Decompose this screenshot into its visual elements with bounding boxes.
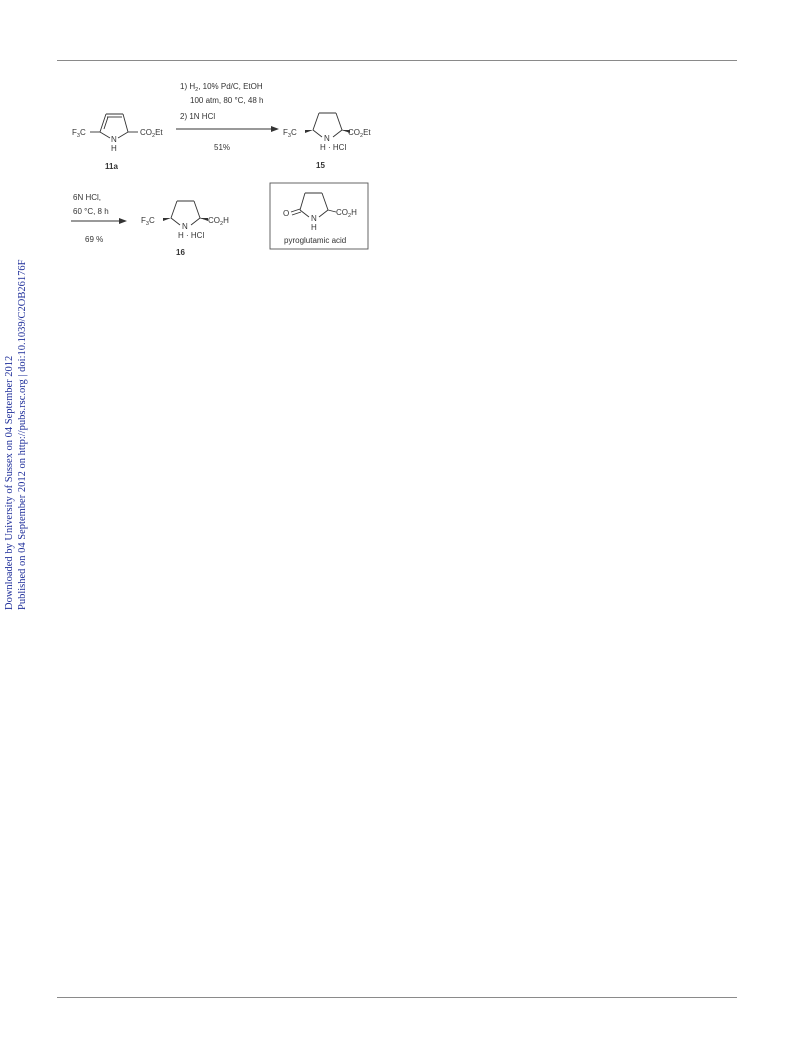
condition-1-pressure: 100 atm, 80 °C, 48 h — [190, 96, 263, 105]
cf3-group-15: F3C — [283, 128, 297, 139]
ester-group-15: CO2Et — [348, 128, 371, 139]
yield-2: 69 % — [85, 235, 103, 244]
footer-rule — [57, 997, 737, 998]
carbonyl-o: O — [283, 209, 289, 218]
pyroglutamic-caption: pyroglutamic acid — [284, 236, 346, 245]
condition-1-acid: 2) 1N HCl — [180, 112, 215, 121]
yield-1: 51% — [214, 143, 230, 152]
amine-15-salt: H · HCl — [320, 143, 346, 152]
pyroglutamic-ring — [290, 192, 337, 218]
pyroglutamic-h: H — [311, 223, 317, 232]
wedge-bond-15-left — [305, 130, 313, 133]
arrowhead-2 — [119, 218, 127, 224]
pyrrole-ring — [90, 113, 138, 139]
amine-16-salt: H · HCl — [178, 231, 204, 240]
acid-group-pyroglutamic: CO2H — [336, 208, 357, 219]
amine-16-n: N — [182, 222, 188, 231]
nh-11a-h: H — [111, 144, 117, 153]
pyrrolidine-ring-16 — [170, 200, 209, 226]
condition-2-acid: 6N HCl, — [73, 193, 101, 202]
pyroglutamic-n: N — [311, 214, 317, 223]
reaction-scheme: 1) H2, 10% Pd/C, EtOH 100 atm, 80 °C, 48… — [71, 82, 371, 257]
compound-label-15: 15 — [316, 161, 325, 170]
ester-group-11a: CO2Et — [140, 128, 163, 139]
wedge-bond-15-right — [342, 130, 350, 133]
wedge-bond-16-right — [200, 218, 208, 221]
compound-label-16: 16 — [176, 248, 185, 257]
amine-15-n: N — [324, 134, 330, 143]
condition-2-temperature: 60 °C, 8 h — [73, 207, 109, 216]
pyroglutamic-box — [269, 182, 369, 250]
header-rule — [57, 60, 737, 61]
arrowhead-1 — [271, 126, 279, 132]
condition-1-hydrogenation: 1) H2, 10% Pd/C, EtOH — [180, 82, 263, 93]
compound-label-11a: 11a — [105, 162, 118, 171]
acid-group-16: CO2H — [208, 216, 229, 227]
cf3-group-11a: F3C — [72, 128, 86, 139]
cf3-group-16: F3C — [141, 216, 155, 227]
nh-11a-n: N — [111, 135, 117, 144]
wedge-bond-16-left — [163, 218, 171, 221]
pyrrolidine-ring-15 — [312, 112, 351, 138]
